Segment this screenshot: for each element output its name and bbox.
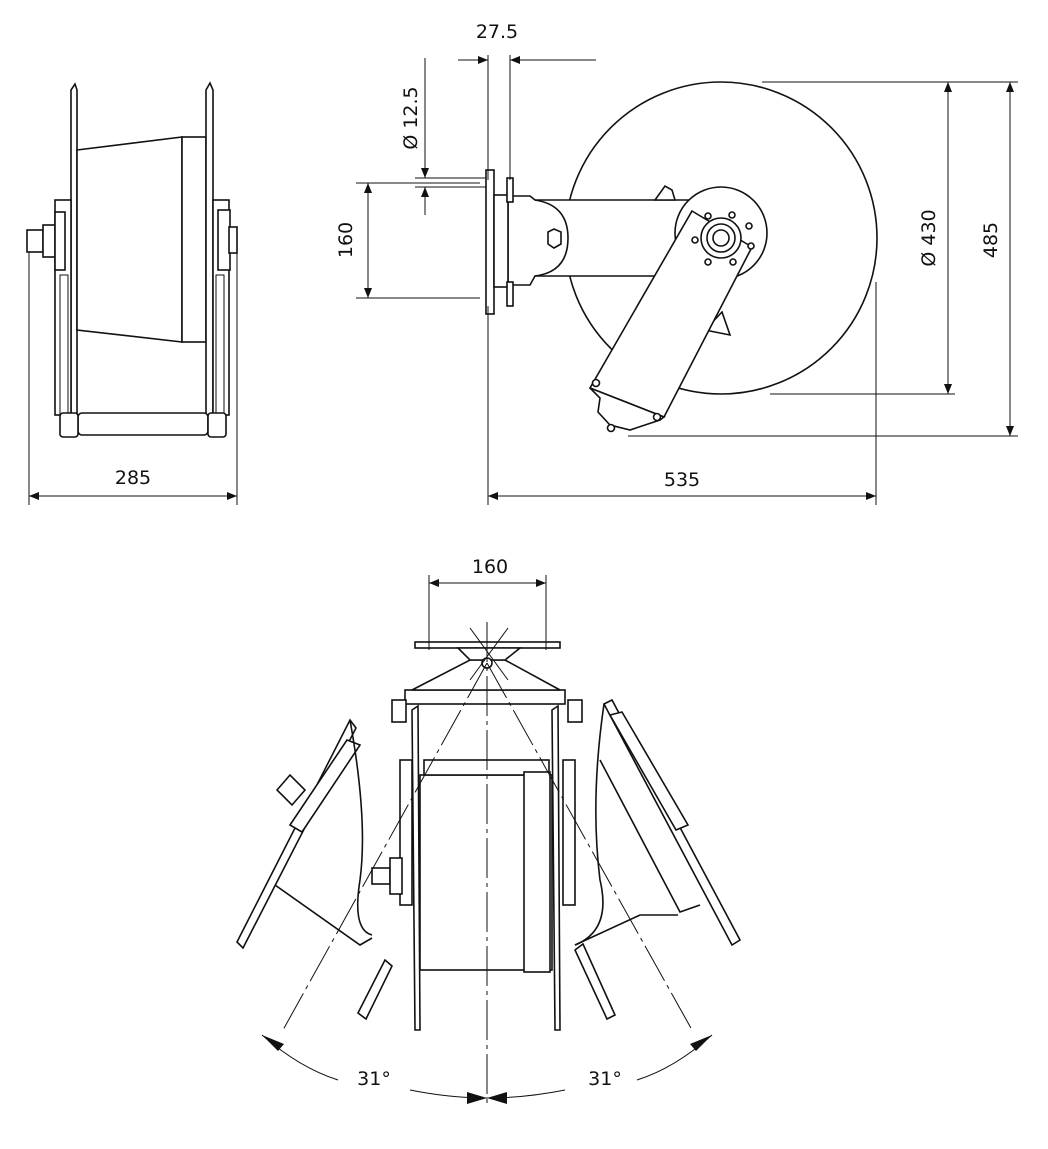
center-position [371, 641, 583, 1031]
bracket-width-label: 160 [472, 556, 508, 578]
right-swivel-position [574, 698, 742, 1021]
inlet-spindle [26, 229, 44, 253]
side-width-label: 285 [115, 467, 151, 489]
right-flange [205, 81, 214, 416]
mounting-plate [485, 169, 495, 315]
drum-diameter-label: Ø 430 [918, 209, 940, 266]
swivel-angle-left-label: 31° [357, 1068, 391, 1090]
top-view: 160 31° 31° [236, 556, 742, 1105]
bracket-height-label: 160 [335, 222, 357, 258]
bolt-offset-label: 27.5 [476, 21, 518, 43]
overall-length-label: 535 [664, 469, 700, 491]
hex-nut [547, 228, 562, 249]
front-view: 27.5 Ø 12.5 160 Ø 430 485 535 [335, 21, 1018, 505]
left-flange [70, 82, 78, 416]
mounting-bolt-top [506, 177, 514, 203]
side-view: 285 [26, 81, 238, 505]
bottom-tie-bar [77, 412, 209, 436]
hub-plate [181, 136, 207, 343]
left-swivel-position [236, 718, 393, 1021]
mounting-bolt-bottom [506, 281, 514, 307]
swivel-angle-right-label: 31° [588, 1068, 622, 1090]
overall-height-label: 485 [980, 222, 1002, 258]
drum-body [76, 136, 183, 343]
hole-diameter-label: Ø 12.5 [400, 86, 422, 149]
